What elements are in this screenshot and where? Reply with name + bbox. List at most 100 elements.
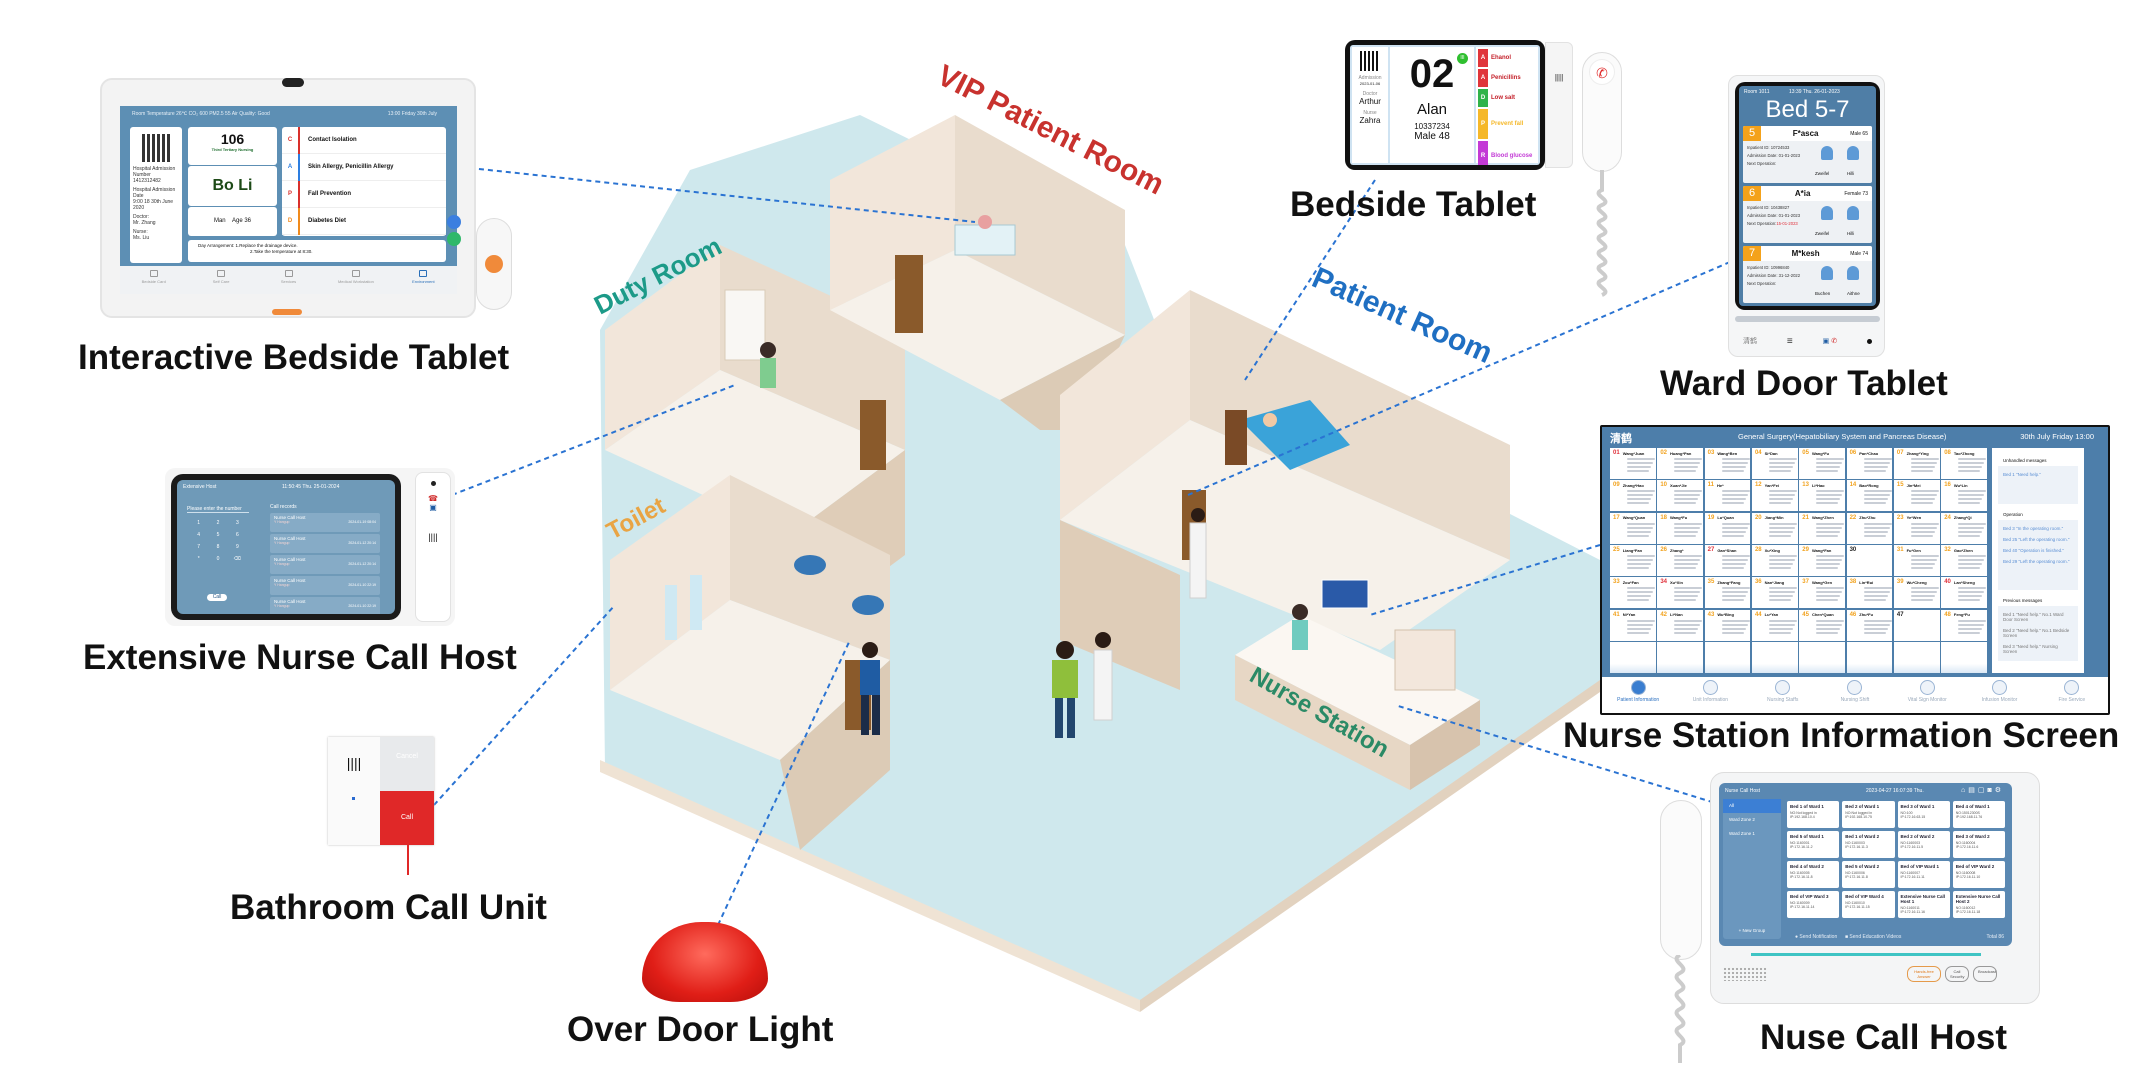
pull-cord[interactable] [407,845,409,875]
call-button[interactable]: Call [380,791,434,845]
bed-cell[interactable]: 30 [1846,545,1893,576]
send-videos-button[interactable]: ■ Send Education Videos [1845,934,1902,940]
handset-icon[interactable]: ▣ [429,503,437,512]
dial-key[interactable]: 4 [197,532,201,538]
dial-key[interactable]: 8 [216,544,220,550]
dial-key[interactable]: 3 [235,520,239,526]
message-item[interactable]: Bed 1 "Need help." [2003,472,2041,477]
handset[interactable]: ✆ [1582,52,1622,172]
dial-key[interactable]: 5 [216,532,220,538]
menu-button-icon[interactable] [447,215,461,229]
nav-item[interactable]: Self Care [187,266,254,294]
phone-icon[interactable]: ☎ [428,494,438,503]
dial-key[interactable]: 9 [235,544,239,550]
dial-key[interactable]: 1 [197,520,201,526]
nav-tab[interactable]: Fire Service [2036,677,2108,713]
send-notification-button[interactable]: ● Send Notification [1795,934,1838,940]
cancel-button[interactable]: Cancel [380,737,434,791]
message-item[interactable]: Bed 2 "Need help." No.1 Bedside Screen [2003,628,2070,638]
bed-cell[interactable]: 47 [1893,609,1940,641]
hardware-button[interactable]: Broadcast [1973,966,1997,982]
nav-tab[interactable]: Patient Information [1602,677,1674,713]
call-button[interactable]: Call [207,594,227,601]
message-item[interactable]: Bed 3 "In the operating room." [2003,526,2064,531]
message-item[interactable]: Bed 1 "Need help." No.1 Ward Door Screen [2003,612,2064,622]
nav-tab[interactable]: Nursing Staffs [1747,677,1819,713]
nav-item[interactable]: Services [255,266,322,294]
message-item[interactable]: Bed 25 "Left the operating room." [2003,537,2070,542]
message-item[interactable]: Bed 29 "Left the operating room." [2003,559,2070,564]
dial-key[interactable]: ⌫ [233,556,241,562]
new-group-button[interactable]: + New Group [1738,928,1766,933]
nav-item[interactable]: Environment [390,266,457,294]
zone-item[interactable]: Ward Zone 2 [1729,817,1755,822]
phone-button-icon[interactable] [447,232,461,246]
dial-key[interactable]: 7 [197,544,201,550]
nav-tab[interactable]: Vital Sign Monitor [1891,677,1963,713]
dial-key[interactable]: 6 [235,532,239,538]
hardware-button[interactable]: Call Security [1945,966,1969,982]
hardware-button[interactable]: Hands-free Answer [1907,966,1941,982]
message-item[interactable]: Bed 40 "Operation is finished." [2003,548,2064,553]
zone-item[interactable]: All [1723,799,1781,813]
call-handle[interactable] [476,218,512,310]
nurse-call-icon[interactable]: ▣ ✆ [1822,338,1838,345]
dial-key[interactable]: 0 [216,556,220,562]
message-item[interactable]: Bed 3 "Need help." Nursing Screen [2003,644,2058,654]
